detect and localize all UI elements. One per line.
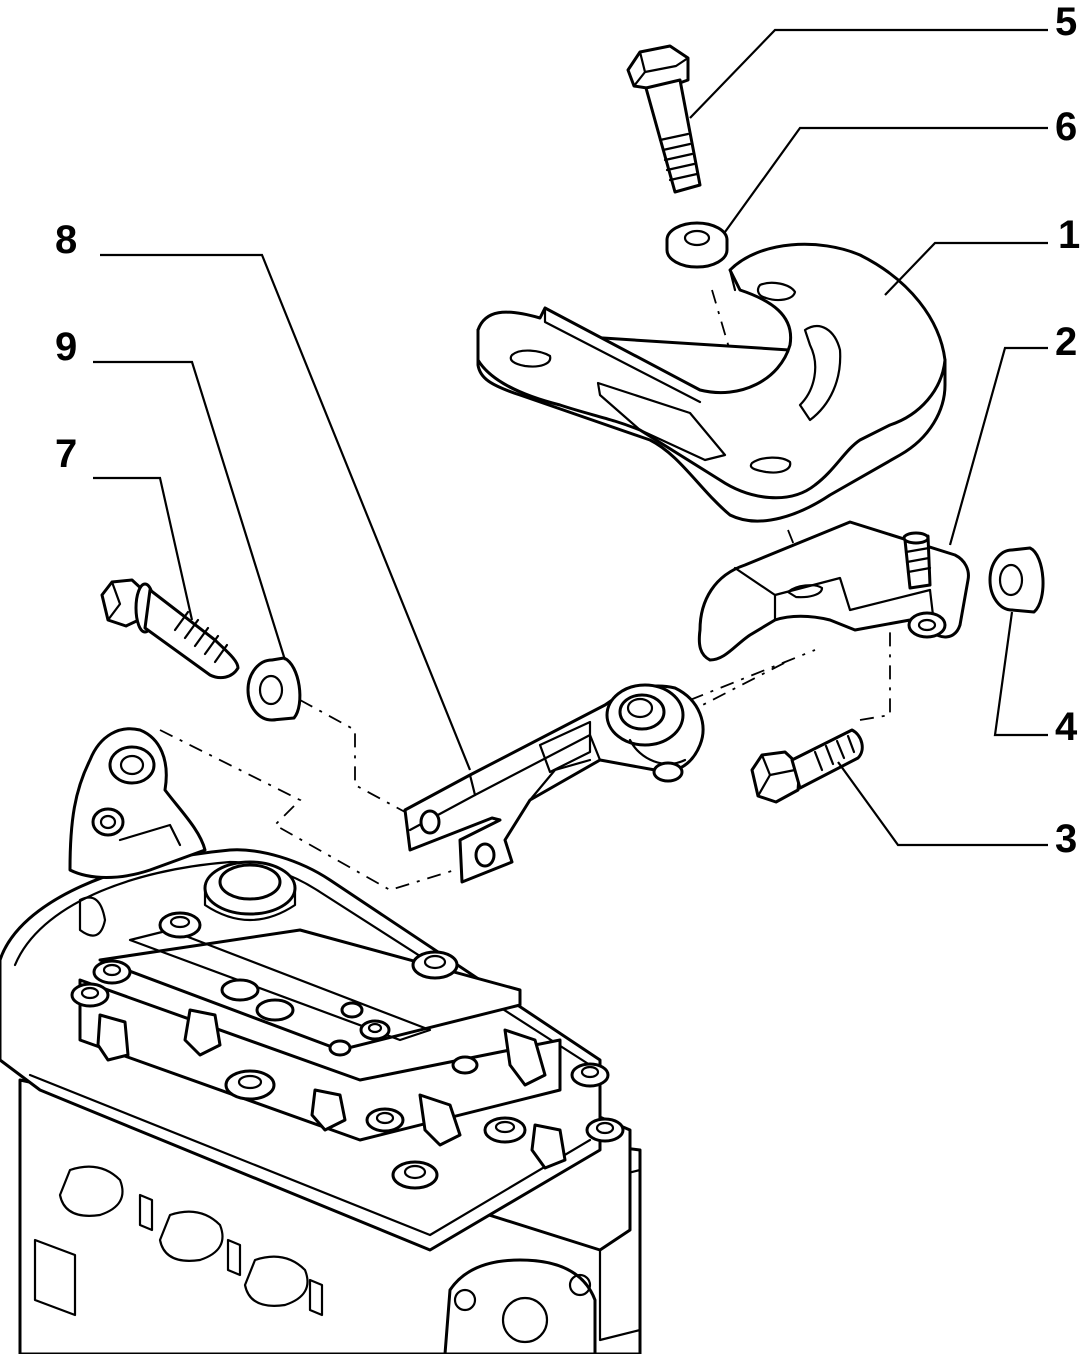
part-6-washer (665, 221, 729, 269)
part-5-bolt (626, 44, 702, 194)
part-4-flange-nut (988, 546, 1045, 614)
part-8-torque-rod (403, 683, 705, 884)
part-2-bracket (697, 520, 970, 662)
callout-6: 6 (1055, 105, 1077, 149)
callout-4: 4 (1055, 705, 1078, 749)
leader-9 (93, 360, 287, 661)
part-1-upper-mount-plate (476, 242, 947, 523)
leader-lines (93, 28, 1048, 847)
leader-6 (724, 126, 1048, 233)
callout-2: 2 (1055, 320, 1077, 364)
engine-cylinder-head (0, 727, 642, 1354)
leader-4 (993, 611, 1048, 737)
callout-numbers: 5 6 1 2 4 3 8 9 7 (55, 0, 1080, 861)
callout-5: 5 (1055, 0, 1077, 44)
leader-1 (884, 241, 1048, 296)
leader-2 (948, 346, 1048, 546)
part-9-washer (246, 656, 302, 722)
callout-3: 3 (1055, 817, 1077, 861)
head-bolt-bosses (70, 911, 625, 1190)
callout-7: 7 (55, 432, 77, 476)
leader-8 (100, 253, 472, 771)
callout-8: 8 (55, 218, 77, 262)
leader-3 (837, 761, 1048, 847)
callout-1: 1 (1058, 213, 1080, 257)
part-7-flange-bolt (100, 578, 240, 680)
leader-7 (93, 476, 194, 621)
part-3-hex-bolt (750, 728, 864, 804)
callout-9: 9 (55, 325, 77, 369)
leader-5 (689, 28, 1048, 119)
